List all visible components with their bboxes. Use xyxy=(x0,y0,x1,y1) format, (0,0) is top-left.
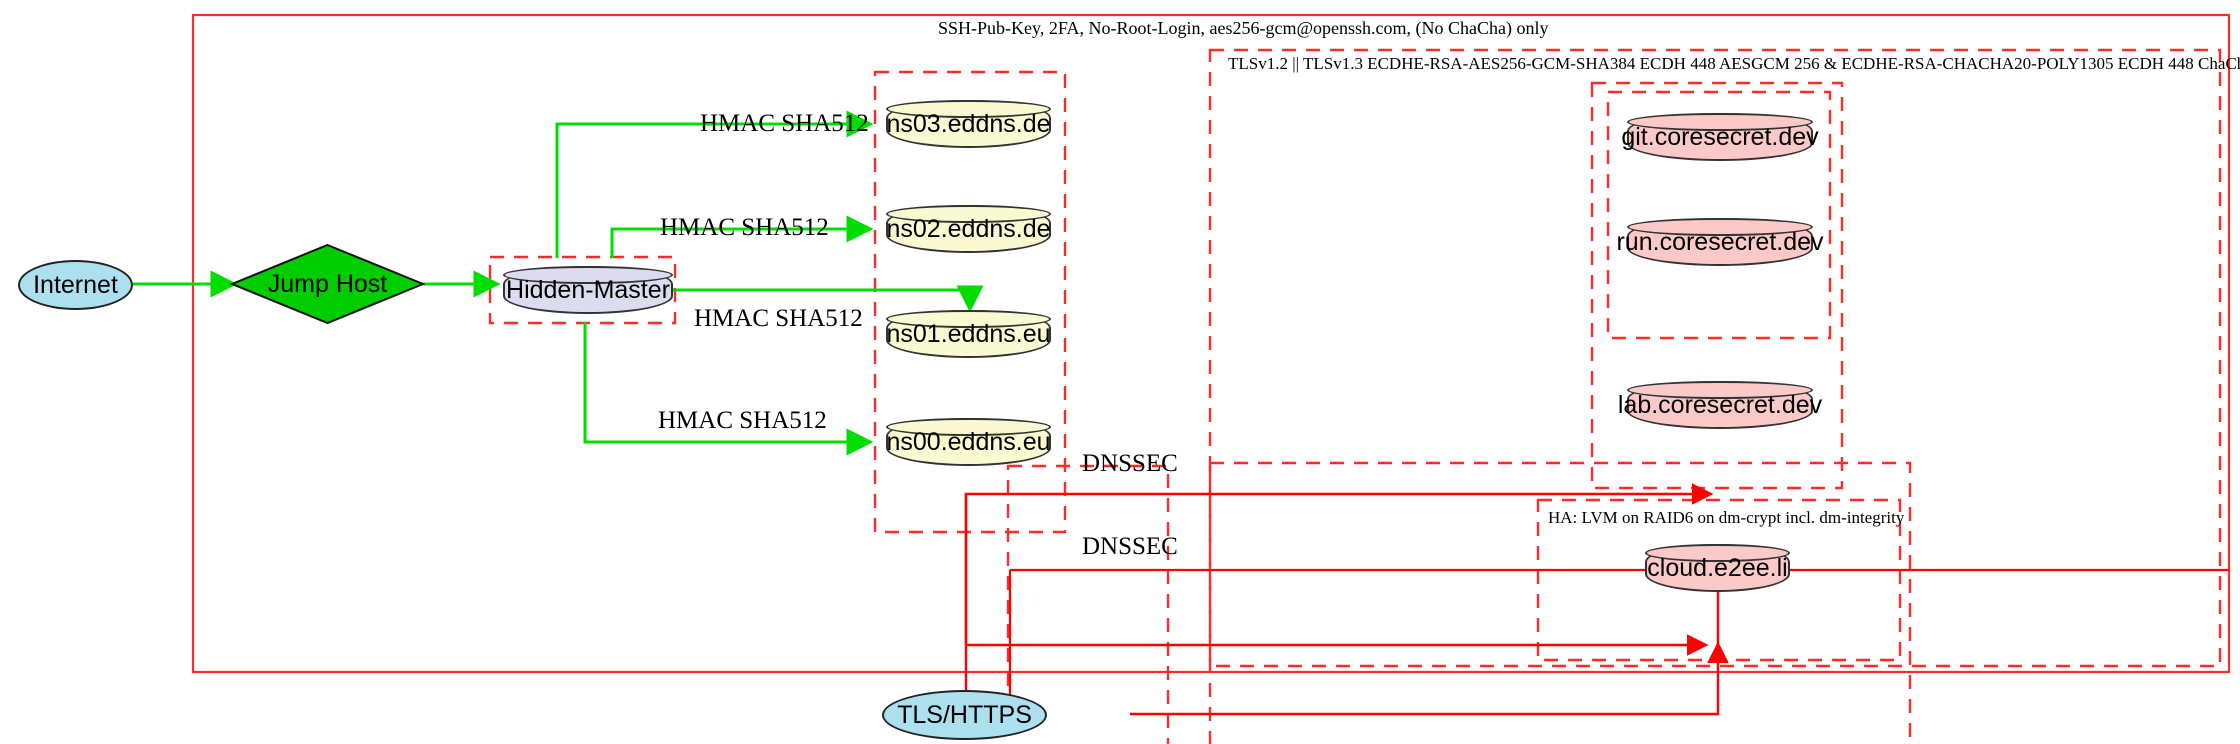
node-ns02[interactable]: ns02.eddns.de xyxy=(886,205,1051,253)
node-ns03-label: ns03.eddns.de xyxy=(886,109,1051,138)
cylinder-cap xyxy=(886,418,1051,436)
diamond-shape xyxy=(230,243,425,325)
edge-label-dnssec-1: DNSSEC xyxy=(1082,450,1178,477)
node-internet[interactable]: Internet xyxy=(18,260,133,310)
cylinder-cap xyxy=(1645,544,1790,562)
cylinder-cap xyxy=(1627,381,1813,399)
node-git-coresecret-label: git.coresecret.dev xyxy=(1621,122,1819,151)
node-ns01[interactable]: ns01.eddns.eu xyxy=(886,310,1051,358)
cylinder-cap xyxy=(503,266,673,284)
node-jump-host[interactable]: Jump Host xyxy=(230,243,425,325)
edge-label-hmac-ns00: HMAC SHA512 xyxy=(658,407,827,434)
node-run-coresecret[interactable]: run.coresecret.dev xyxy=(1616,218,1824,266)
node-internet-label: Internet xyxy=(33,270,118,299)
node-lab-coresecret[interactable]: lab.coresecret.dev xyxy=(1618,381,1822,429)
edge-label-hmac-ns01: HMAC SHA512 xyxy=(694,305,863,332)
node-jump-host-label: Jump Host xyxy=(267,269,388,298)
node-tls-https[interactable]: TLS/HTTPS xyxy=(882,690,1047,740)
node-ns00-label: ns00.eddns.eu xyxy=(886,427,1051,456)
edge-label-dnssec-2: DNSSEC xyxy=(1082,533,1178,560)
node-hidden-master-label: Hidden-Master xyxy=(506,275,670,304)
edge-label-hmac-ns02: HMAC SHA512 xyxy=(660,214,829,241)
node-cloud-e2ee[interactable]: cloud.e2ee.li xyxy=(1645,544,1790,592)
cylinder-cap xyxy=(1627,218,1813,236)
node-git-coresecret[interactable]: git.coresecret.dev xyxy=(1621,113,1819,161)
node-ns01-label: ns01.eddns.eu xyxy=(886,319,1051,348)
node-cloud-e2ee-label: cloud.e2ee.li xyxy=(1647,553,1788,582)
cluster-label-ha: HA: LVM on RAID6 on dm-crypt incl. dm-in… xyxy=(1548,508,1905,527)
edge-label-hmac-ns03: HMAC SHA512 xyxy=(700,110,869,137)
node-ns00[interactable]: ns00.eddns.eu xyxy=(886,418,1051,466)
node-ns02-label: ns02.eddns.de xyxy=(886,214,1051,243)
cylinder-cap xyxy=(1627,113,1813,131)
node-run-coresecret-label: run.coresecret.dev xyxy=(1616,227,1824,256)
node-hidden-master[interactable]: Hidden-Master xyxy=(503,266,673,314)
cluster-label-ssh: SSH-Pub-Key, 2FA, No-Root-Login, aes256-… xyxy=(938,18,1549,38)
node-tls-https-label: TLS/HTTPS xyxy=(897,700,1032,729)
cylinder-cap xyxy=(886,205,1051,223)
cluster-label-tls: TLSv1.2 || TLSv1.3 ECDHE-RSA-AES256-GCM-… xyxy=(1228,54,2240,73)
node-lab-coresecret-label: lab.coresecret.dev xyxy=(1617,390,1823,419)
cylinder-cap xyxy=(886,100,1051,118)
node-ns03[interactable]: ns03.eddns.de xyxy=(886,100,1051,148)
